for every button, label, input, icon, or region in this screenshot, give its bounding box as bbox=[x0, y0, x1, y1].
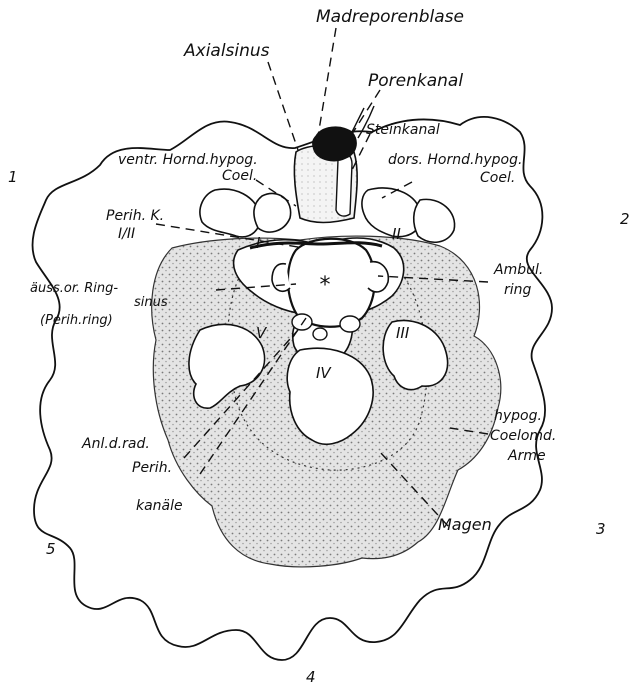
label-ventr-hornd-2: Coel. bbox=[222, 168, 257, 184]
region-number-3: 3 bbox=[596, 520, 606, 538]
label-madreporenblase: Madreporenblase bbox=[316, 7, 464, 27]
region-number-5: 5 bbox=[46, 540, 56, 558]
label-ambul-2: ring bbox=[504, 282, 532, 298]
label-dors-hornd-1: dors. Hornd.hypog. bbox=[388, 152, 522, 168]
label-dors-hornd-2: Coel. bbox=[480, 170, 515, 186]
roman-iii: III bbox=[396, 324, 410, 342]
label-anl-1: Anl.d.rad. bbox=[81, 436, 150, 452]
roman-ii: II bbox=[392, 225, 401, 243]
label-steinkanal: Steinkanal bbox=[366, 122, 440, 138]
label-anl-3: kanäle bbox=[136, 498, 183, 514]
roman-v: V bbox=[256, 324, 268, 342]
label-aussor-2: sinus bbox=[134, 295, 168, 310]
region-number-2: 2 bbox=[620, 210, 630, 228]
label-hypog-2: Coelomd. bbox=[490, 428, 556, 444]
label-ventr-hornd-1: ventr. Hornd.hypog. bbox=[118, 152, 258, 168]
label-perih-k-1: Perih. K. bbox=[106, 208, 164, 224]
label-magen: Magen bbox=[438, 515, 492, 534]
roman-i: I bbox=[256, 234, 261, 252]
label-anl-2: Perih. bbox=[132, 460, 172, 476]
region-number-4: 4 bbox=[306, 668, 316, 686]
label-hypog-1: hypog. bbox=[494, 408, 542, 424]
label-porenkanal: Porenkanal bbox=[368, 71, 463, 91]
label-hypog-3: Arme bbox=[507, 448, 546, 464]
label-axialsinus: Axialsinus bbox=[183, 41, 270, 61]
label-perih-k-2: I/II bbox=[118, 226, 135, 242]
label-aussor-3: (Perih.ring) bbox=[40, 313, 113, 328]
region-number-1: 1 bbox=[8, 168, 18, 186]
center-star: * bbox=[320, 273, 331, 298]
roman-iv: IV bbox=[316, 364, 332, 382]
label-aussor-1: äuss.or. Ring- bbox=[30, 281, 118, 296]
label-ambul-1: Ambul. bbox=[493, 262, 543, 278]
